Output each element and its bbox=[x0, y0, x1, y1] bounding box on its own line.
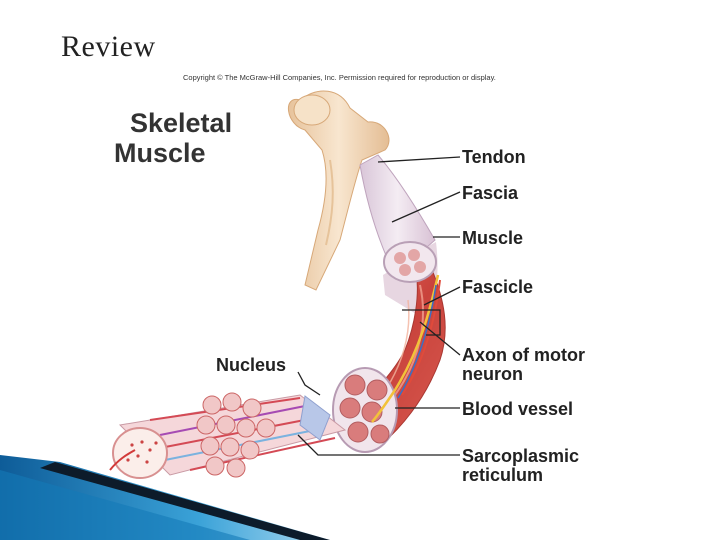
fascicle-bracket bbox=[402, 309, 441, 336]
leader-nucleus bbox=[297, 371, 321, 396]
leader-tendon bbox=[377, 156, 461, 163]
label-fascia: Fascia bbox=[462, 183, 519, 203]
label-axon-line1: Axon of motor bbox=[462, 345, 585, 365]
label-muscle: Muscle bbox=[462, 228, 524, 248]
nerve-and-vessels bbox=[371, 274, 441, 423]
fascicle-cross-section bbox=[332, 367, 398, 453]
label-axon: Axon of motor neuron bbox=[462, 346, 585, 384]
label-sarcoplasmic-reticulum: Sarcoplasmic reticulum bbox=[462, 447, 579, 485]
diagram-title: Skeletal Muscle bbox=[114, 108, 232, 168]
label-blood-vessel: Blood vessel bbox=[462, 399, 574, 419]
diagram-title-line2: Muscle bbox=[114, 138, 206, 168]
label-fascicle: Fascicle bbox=[462, 277, 534, 297]
muscle-cross-section-upper bbox=[383, 241, 437, 283]
leader-axon bbox=[419, 321, 461, 356]
label-sr-line1: Sarcoplasmic bbox=[462, 446, 580, 466]
label-tendon: Tendon bbox=[462, 147, 526, 167]
label-nucleus: Nucleus bbox=[216, 355, 287, 375]
leader-lines bbox=[297, 156, 461, 456]
fiber-cluster bbox=[196, 392, 276, 478]
single-fiber-cross-section bbox=[109, 427, 168, 479]
slide-corner-accent bbox=[0, 455, 330, 540]
bone-femur bbox=[287, 90, 390, 291]
leader-sarcoplasmic-reticulum bbox=[297, 434, 460, 456]
label-axon-line2: neuron bbox=[462, 364, 523, 384]
diagram-title-line1: Skeletal bbox=[130, 108, 233, 138]
leader-fascicle bbox=[423, 286, 461, 306]
label-sr-line2: reticulum bbox=[462, 465, 544, 485]
copyright-notice: Copyright © The McGraw-Hill Companies, I… bbox=[183, 73, 496, 82]
leader-fascia bbox=[391, 191, 461, 223]
slide-title: Review bbox=[61, 30, 156, 63]
